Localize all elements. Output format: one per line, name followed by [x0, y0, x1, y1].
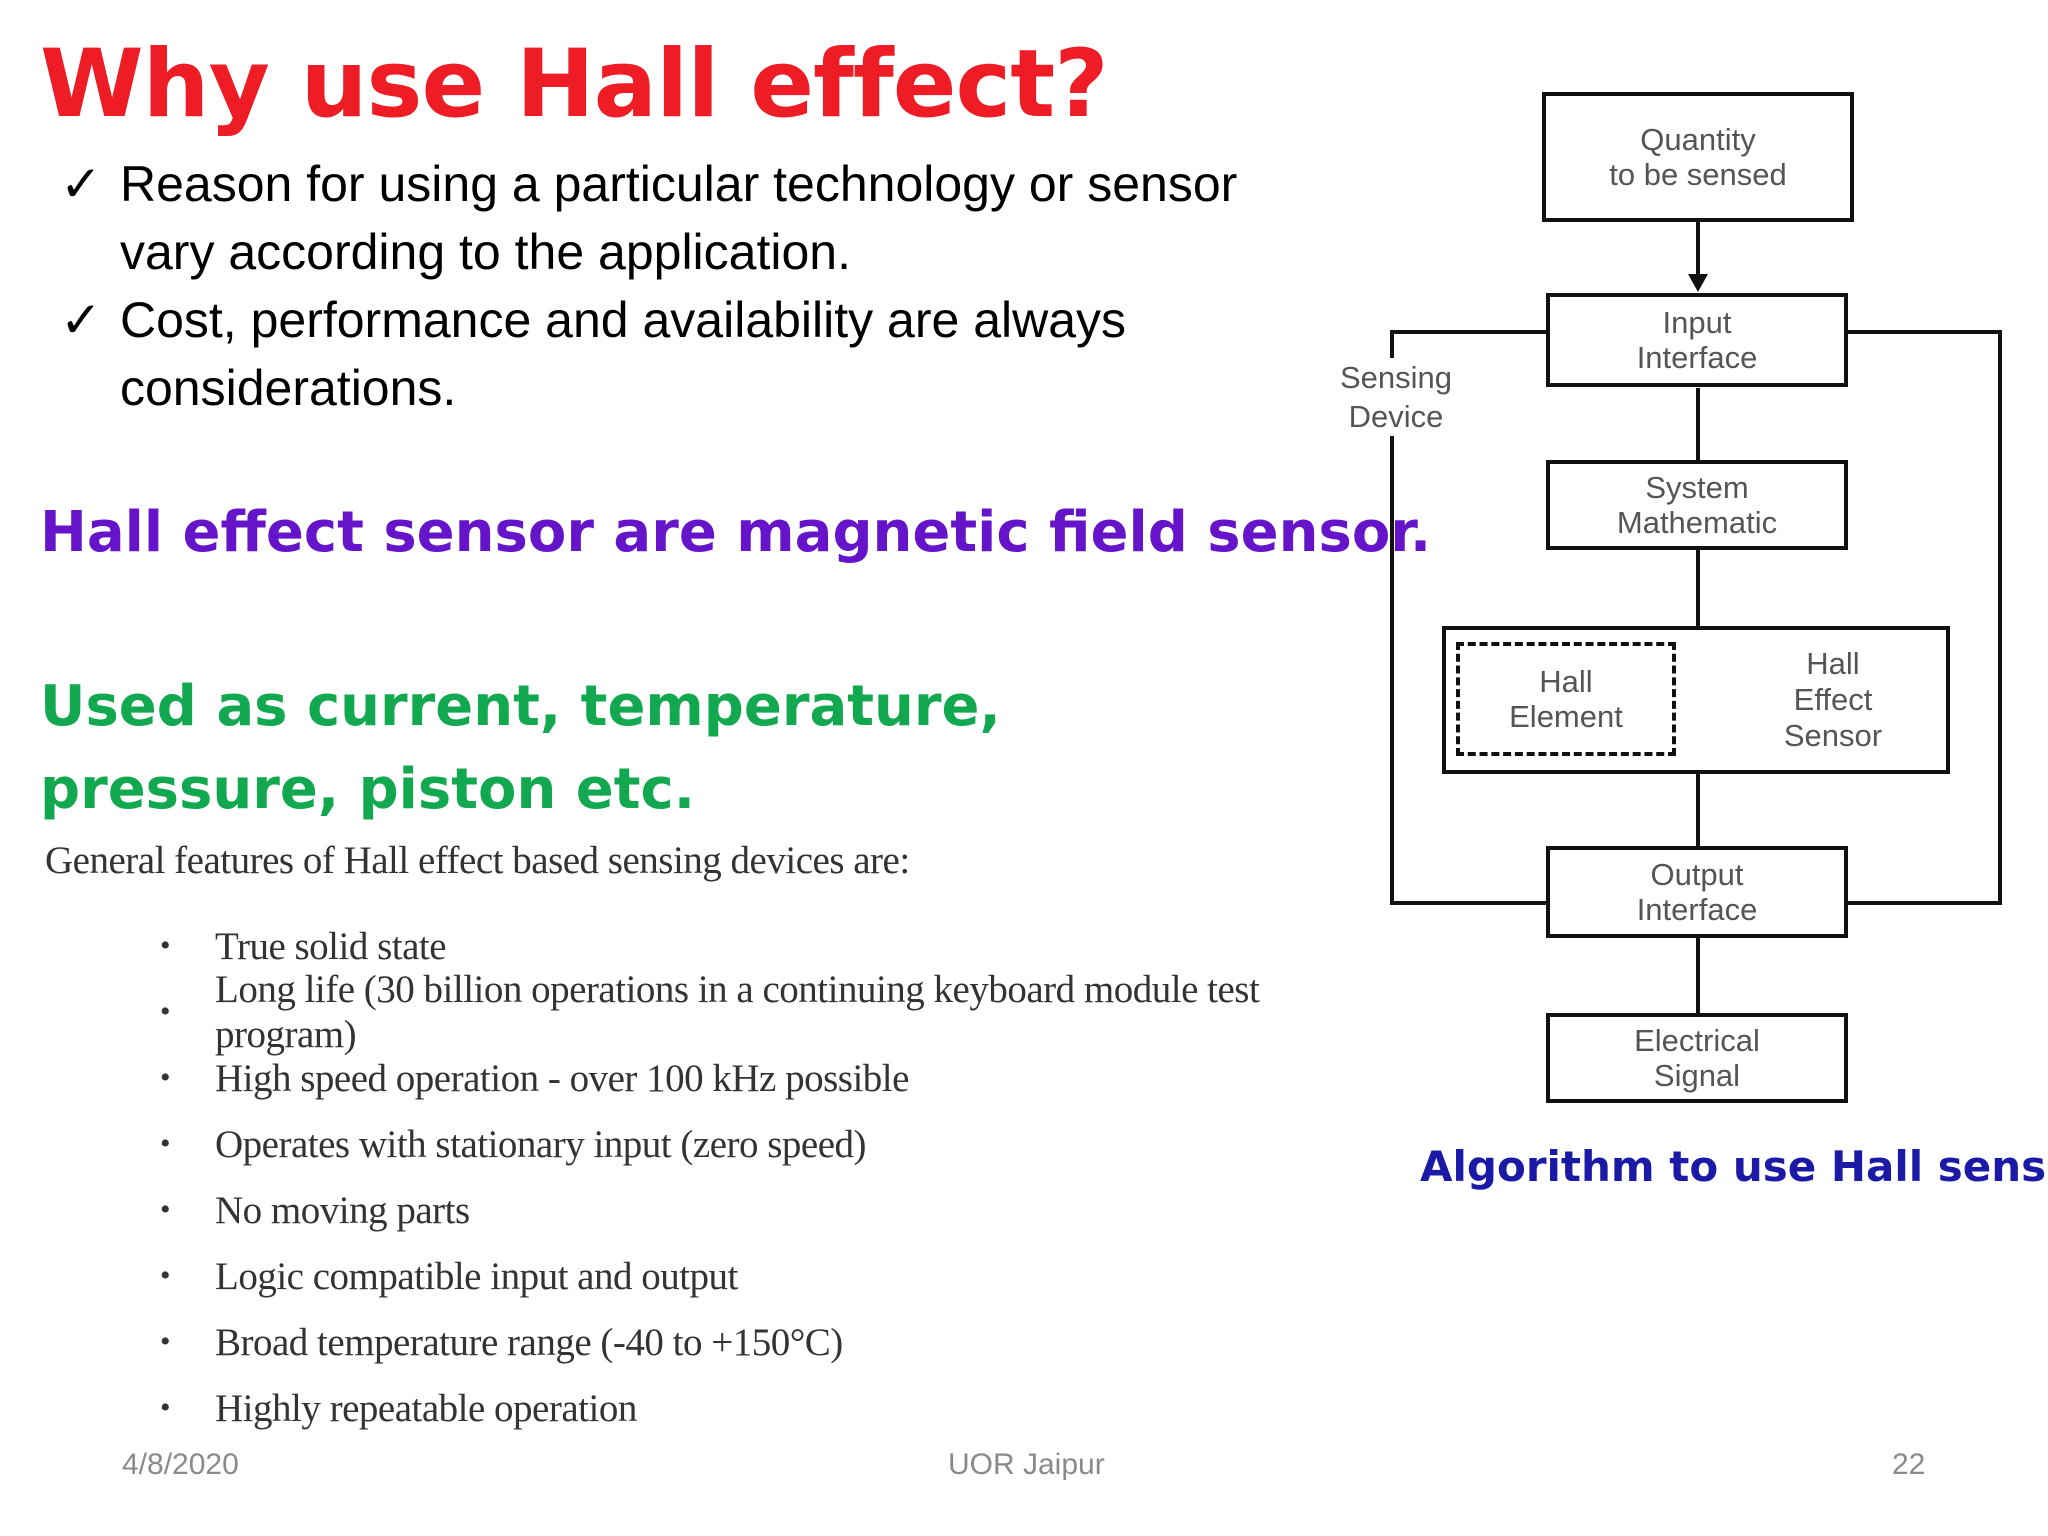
algorithm-diagram: Quantity to be sensed Input Interface Sy… — [1320, 80, 2020, 1120]
features-section: General features of Hall effect based se… — [45, 838, 1345, 1441]
page-number: 22 — [1892, 1448, 1926, 1481]
output-interface-box: Output Interface — [1546, 846, 1848, 938]
feature-item: • Highly repeatable operation — [45, 1375, 1345, 1441]
check-item: ✓ Reason for using a particular technolo… — [60, 150, 1300, 286]
feature-item: • No moving parts — [45, 1177, 1345, 1243]
bullet-icon: • — [160, 1193, 171, 1226]
feature-text: Long life (30 billion operations in a co… — [215, 968, 1260, 1056]
hall-effect-sensor-label: Hall Effect Sensor — [1783, 646, 1883, 753]
feature-item: • Logic compatible input and output — [45, 1243, 1345, 1309]
applications-statement: Used as current, temperature, pressure, … — [40, 674, 1001, 822]
system-mathematic-box: System Mathematic — [1546, 460, 1848, 550]
bullet-icon: • — [160, 1391, 171, 1424]
electrical-signal-box: Electrical Signal — [1546, 1013, 1848, 1103]
quantity-box: Quantity to be sensed — [1542, 92, 1854, 222]
feature-item: • High speed operation - over 100 kHz pos… — [45, 1045, 1345, 1111]
hall-sensor-group: Hall Element Hall Effect Sensor — [1442, 626, 1950, 774]
footer-center: UOR Jaipur — [948, 1448, 1105, 1481]
bullet-icon: • — [160, 1325, 171, 1358]
check-item: ✓ Cost, performance and availability are… — [60, 286, 1300, 422]
feature-text: High speed operation - over 100 kHz poss… — [215, 1056, 909, 1100]
feature-text: No moving parts — [215, 1188, 470, 1232]
feature-list: • True solid state • Long life (30 billion… — [45, 913, 1345, 1441]
bullet-icon: • — [160, 1259, 171, 1292]
input-interface-box: Input Interface — [1546, 293, 1848, 387]
features-heading: General features of Hall effect based se… — [45, 839, 910, 882]
bullet-icon: • — [160, 929, 171, 962]
checkmark-icon: ✓ — [60, 156, 102, 212]
feature-text: True solid state — [215, 924, 447, 968]
feature-text: Operates with stationary input (zero spe… — [215, 1122, 867, 1166]
feature-item: • Broad temperature range (-40 to +150°C) — [45, 1309, 1345, 1375]
hall-element-box: Hall Element — [1456, 642, 1676, 756]
bullet-icon: • — [160, 1127, 171, 1160]
feature-text: Highly repeatable operation — [215, 1386, 637, 1430]
footer-date: 4/8/2020 — [122, 1448, 239, 1481]
bullet-icon: • — [160, 995, 171, 1028]
bullet-icon: • — [160, 1061, 171, 1094]
feature-text: Broad temperature range (-40 to +150°C) — [215, 1320, 843, 1364]
sensing-device-label: Sensing Device — [1326, 358, 1466, 436]
check-text: Reason for using a particular technology… — [120, 156, 1238, 280]
diagram-caption: Algorithm to use Hall sensor — [1420, 1142, 2048, 1191]
magnetic-field-statement: Hall effect sensor are magnetic field se… — [40, 500, 1432, 565]
feature-item: • Long life (30 billion operations in a c… — [45, 968, 1345, 1056]
check-text: Cost, performance and availability are a… — [120, 292, 1127, 416]
checklist: ✓ Reason for using a particular technolo… — [60, 150, 1300, 422]
diagram-connectors — [1390, 220, 2002, 1015]
checkmark-icon: ✓ — [60, 292, 102, 348]
feature-item: • True solid state — [45, 913, 1345, 979]
feature-item: • Operates with stationary input (zero sp… — [45, 1111, 1345, 1177]
slide-title: Why use Hall effect? — [40, 30, 1109, 139]
feature-text: Logic compatible input and output — [215, 1254, 738, 1298]
